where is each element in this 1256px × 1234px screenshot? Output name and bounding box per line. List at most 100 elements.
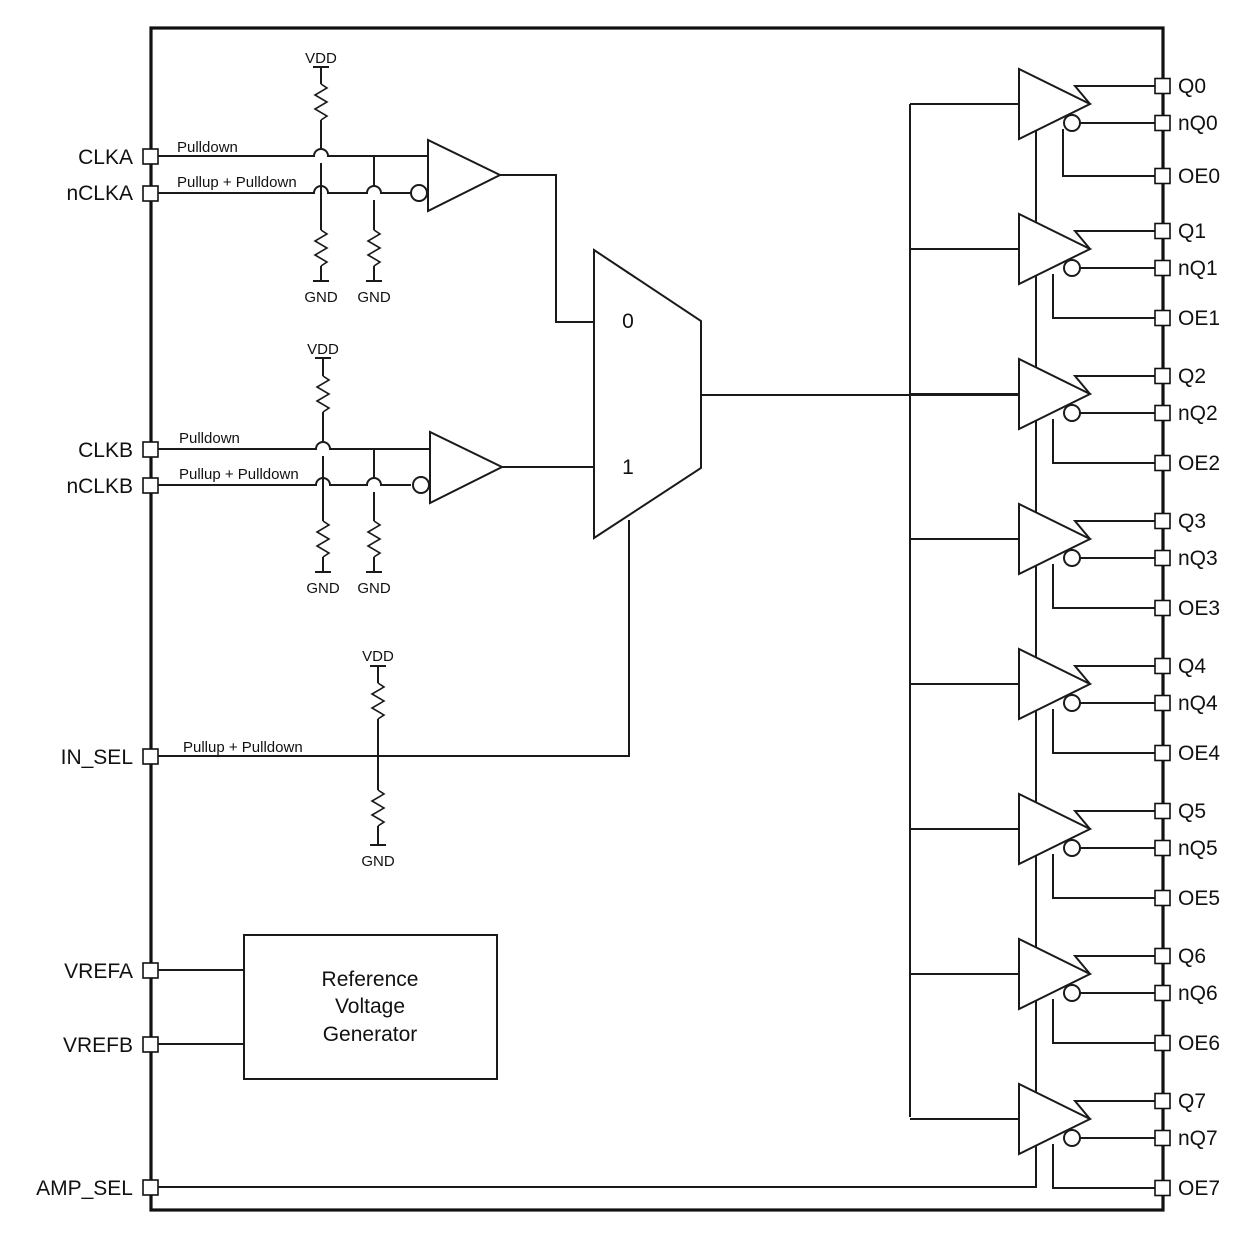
vrefb-pin	[142, 1036, 159, 1053]
q0-pin	[1154, 77, 1171, 95]
clka-pulldown-resistor-2	[366, 229, 382, 267]
output-buffer-6	[1018, 937, 1093, 1011]
q4-pin	[1154, 657, 1171, 675]
in-sel-pin	[142, 748, 159, 765]
clkb-pulldown-resistor-1	[315, 520, 331, 558]
reference-block-line-3: Generator	[323, 1023, 418, 1046]
q3-label: Q3	[1178, 510, 1206, 533]
oe7-pin	[1154, 1179, 1171, 1197]
gnd-label-b1: GND	[306, 580, 340, 597]
vrefa-pin	[142, 962, 159, 979]
output-drivers: Q0nQ0OE0Q1nQ1OE1Q2nQ2OE2Q3nQ3OE3Q4nQ4OE4…	[910, 67, 1220, 1200]
vrefb-label: VREFB	[63, 1034, 133, 1057]
nq-inversion-bubble-2	[1063, 404, 1081, 422]
clka-pullup-resistor	[313, 83, 329, 121]
q6-pin	[1154, 947, 1171, 965]
oe6-label: OE6	[1178, 1032, 1220, 1055]
clkb-receiver	[429, 430, 505, 505]
oe1-pin	[1154, 309, 1171, 327]
q0-label: Q0	[1178, 75, 1206, 98]
nclkb-pin	[142, 477, 159, 494]
nq-inversion-bubble-7	[1063, 1129, 1081, 1147]
amp-sel-pin	[142, 1179, 159, 1196]
nq1-label: nQ1	[1178, 257, 1218, 280]
oe7-label: OE7	[1178, 1177, 1220, 1200]
oe6-pin	[1154, 1034, 1171, 1052]
nclka-label: nCLKA	[66, 182, 133, 205]
clkb-pin	[142, 441, 159, 458]
mux-body	[593, 248, 702, 540]
vdd-label-a: VDD	[305, 50, 337, 67]
oe2-label: OE2	[1178, 452, 1220, 475]
bias-labels: Pulldown Pullup + Pulldown Pulldown Pull…	[177, 139, 303, 756]
q4-label: Q4	[1178, 655, 1206, 678]
nclka-pin	[142, 185, 159, 202]
gnd-label-a1: GND	[304, 289, 338, 306]
output-buffer-7	[1018, 1082, 1093, 1156]
q7-label: Q7	[1178, 1090, 1206, 1113]
q5-pin	[1154, 802, 1171, 820]
q5-label: Q5	[1178, 800, 1206, 823]
oe4-pin	[1154, 744, 1171, 762]
clkb-pullup-resistor	[315, 375, 331, 413]
chip-outline	[149, 26, 1165, 1212]
nq7-pin	[1154, 1129, 1171, 1147]
mux-input-1-label: 1	[622, 456, 634, 479]
nq-inversion-bubble-4	[1063, 694, 1081, 712]
nq2-pin	[1154, 404, 1171, 422]
gnd-label-a2: GND	[357, 289, 391, 306]
nq6-pin	[1154, 984, 1171, 1002]
nq4-pin	[1154, 694, 1171, 712]
nq0-pin	[1154, 114, 1171, 132]
clkb-label: CLKB	[78, 439, 133, 462]
in-sel-pullup-resistor	[370, 682, 386, 720]
amp-sel-label: AMP_SEL	[36, 1177, 133, 1200]
nq-inversion-bubble-6	[1063, 984, 1081, 1002]
q2-pin	[1154, 367, 1171, 385]
gnd-label-b2: GND	[357, 580, 391, 597]
gnd-label-sel: GND	[361, 853, 395, 870]
q7-pin	[1154, 1092, 1171, 1110]
nq7-label: nQ7	[1178, 1127, 1218, 1150]
output-buffer-3	[1018, 502, 1093, 576]
nclkb-label: nCLKB	[66, 475, 133, 498]
nq1-pin	[1154, 259, 1171, 277]
output-buffer-5	[1018, 792, 1093, 866]
output-buffer-0	[1018, 67, 1093, 141]
q2-label: Q2	[1178, 365, 1206, 388]
clka-receiver	[427, 138, 503, 213]
nq3-pin	[1154, 549, 1171, 567]
nclkb-bias-label: Pullup + Pulldown	[179, 466, 299, 483]
vdd-label-sel: VDD	[362, 648, 394, 665]
clkb-input-stage	[158, 357, 594, 573]
input-mux: 0 1	[593, 248, 702, 540]
oe2-pin	[1154, 454, 1171, 472]
nq2-label: nQ2	[1178, 402, 1218, 425]
nq-inversion-bubble-5	[1063, 839, 1081, 857]
oe3-pin	[1154, 599, 1171, 617]
in-sel-label: IN_SEL	[61, 746, 133, 769]
oe4-label: OE4	[1178, 742, 1220, 765]
clka-pin	[142, 148, 159, 165]
oe3-label: OE3	[1178, 597, 1220, 620]
output-buffer-1	[1018, 212, 1093, 286]
q6-label: Q6	[1178, 945, 1206, 968]
supply-labels: VDD GND GND VDD GND GND VDD GND	[304, 50, 395, 870]
clka-bias-label: Pulldown	[177, 139, 238, 156]
amp-sel-wire	[158, 124, 1037, 1188]
nclka-bias-label: Pullup + Pulldown	[177, 174, 297, 191]
oe5-pin	[1154, 889, 1171, 907]
nq0-label: nQ0	[1178, 112, 1218, 135]
reference-voltage-generator: Reference Voltage Generator	[158, 934, 498, 1080]
nq-inversion-bubble-0	[1063, 114, 1081, 132]
clka-input-stage	[158, 66, 594, 323]
